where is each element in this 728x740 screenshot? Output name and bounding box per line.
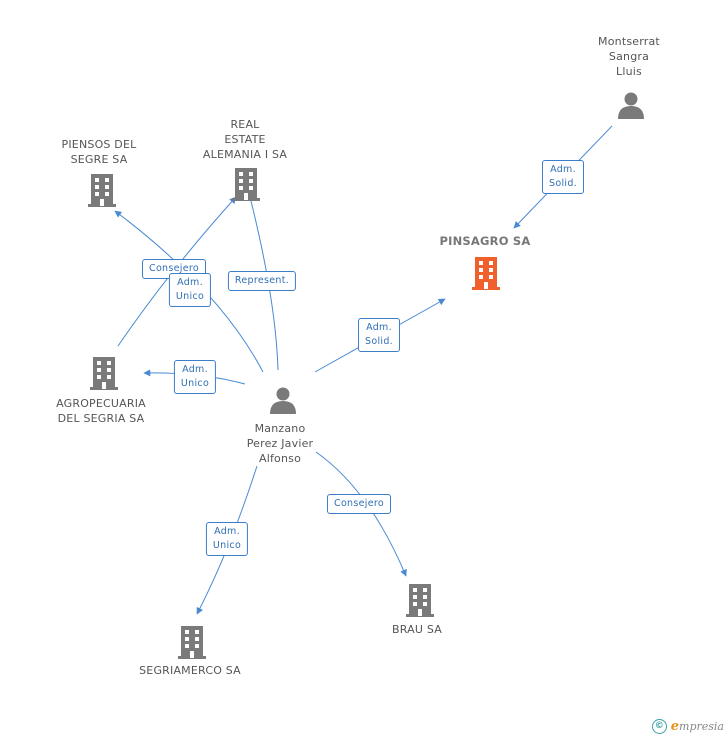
node-label-pinsagro[interactable]: PINSAGRO SA bbox=[439, 234, 531, 248]
edge-manzano-brau bbox=[315, 451, 407, 577]
person-icon[interactable] bbox=[268, 385, 298, 415]
copyright-icon: © bbox=[651, 719, 667, 734]
node-label-agropecuaria[interactable]: AGROPECUARIA DEL SEGRIA SA bbox=[56, 397, 146, 425]
building-icon-focus[interactable] bbox=[470, 255, 502, 291]
node-label-brau[interactable]: BRAU SA bbox=[392, 623, 442, 636]
edge-label-adm-unico-real[interactable]: Adm. Unico bbox=[168, 273, 212, 307]
edge-label-montserrat-pinsagro[interactable]: Adm. Solid. bbox=[542, 160, 584, 194]
brand-footer: © empresia bbox=[651, 719, 724, 734]
building-icon[interactable] bbox=[230, 166, 262, 202]
edge-label-manzano-brau[interactable]: Consejero bbox=[327, 494, 391, 514]
node-label-montserrat[interactable]: Montserrat Sangra Lluis bbox=[598, 35, 660, 78]
node-label-segriamerco[interactable]: SEGRIAMERCO SA bbox=[139, 664, 241, 677]
building-icon[interactable] bbox=[88, 355, 120, 391]
node-label-piensos[interactable]: PIENSOS DEL SEGRE SA bbox=[61, 138, 137, 166]
node-label-real-estate[interactable]: REAL ESTATE ALEMANIA I SA bbox=[202, 118, 288, 161]
edge-label-manzano-segriamerco[interactable]: Adm. Unico bbox=[205, 522, 249, 556]
brand-logo: empresia bbox=[670, 719, 724, 734]
building-icon[interactable] bbox=[176, 624, 208, 660]
edge-label-manzano-agro[interactable]: Adm. Unico bbox=[173, 360, 217, 394]
building-icon[interactable] bbox=[404, 582, 436, 618]
building-icon[interactable] bbox=[86, 172, 118, 208]
edge-label-manzano-pinsagro[interactable]: Adm. Solid. bbox=[358, 318, 400, 352]
person-icon[interactable] bbox=[616, 90, 646, 120]
node-label-manzano[interactable]: Manzano Perez Javier Alfonso bbox=[246, 422, 314, 465]
edge-label-represent[interactable]: Represent. bbox=[227, 271, 297, 291]
